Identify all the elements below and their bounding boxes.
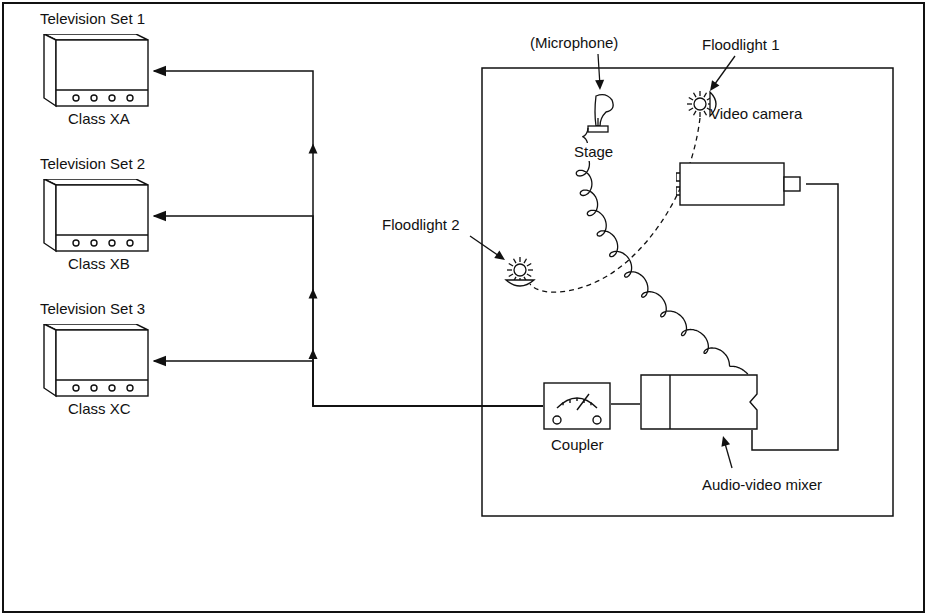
flow-arrowhead bbox=[706, 80, 719, 93]
mixer-box: Audio-video mixer bbox=[640, 374, 822, 494]
part-label: Floodlight 1 bbox=[700, 36, 782, 54]
signal-wire bbox=[611, 403, 640, 405]
flow-arrowhead bbox=[595, 80, 604, 90]
node-heading: Television Set 3 bbox=[40, 300, 152, 318]
microphone-symbol bbox=[588, 95, 613, 132]
video-camera: Video camera bbox=[676, 105, 806, 209]
node-outline bbox=[543, 382, 611, 430]
part-label: Stage bbox=[572, 143, 615, 161]
floodlight-cable bbox=[530, 118, 700, 292]
signal-wire bbox=[154, 71, 543, 406]
node-label: Coupler bbox=[551, 436, 611, 454]
node-outline bbox=[676, 159, 806, 209]
floodlight-symbol bbox=[506, 257, 534, 286]
node-outline bbox=[40, 179, 152, 253]
signal-wire bbox=[752, 184, 838, 450]
television-set: Television Set 1 Class XA bbox=[40, 10, 152, 128]
part-label: Floodlight 2 bbox=[380, 216, 462, 234]
flow-arrowhead bbox=[719, 435, 730, 447]
node-heading: Video camera bbox=[710, 105, 806, 123]
node-label: Class XC bbox=[68, 400, 152, 418]
node-label: Class XA bbox=[68, 110, 152, 128]
flow-arrowhead bbox=[494, 251, 507, 264]
node-outline bbox=[40, 324, 152, 398]
node-outline bbox=[40, 34, 152, 108]
signal-wire bbox=[154, 361, 543, 406]
studio-boundary bbox=[482, 68, 893, 516]
node-label: Class XB bbox=[68, 255, 152, 273]
part-label: (Microphone) bbox=[528, 34, 620, 52]
node-heading: Television Set 2 bbox=[40, 155, 152, 173]
television-set: Television Set 2 Class XB bbox=[40, 155, 152, 273]
frame bbox=[3, 3, 924, 612]
signal-wire bbox=[154, 216, 543, 406]
television-set: Television Set 3 Class XC bbox=[40, 300, 152, 418]
node-outline bbox=[640, 374, 758, 430]
coupler-box: Coupler bbox=[543, 382, 611, 454]
node-label: Audio-video mixer bbox=[702, 476, 822, 494]
node-heading: Television Set 1 bbox=[40, 10, 152, 28]
